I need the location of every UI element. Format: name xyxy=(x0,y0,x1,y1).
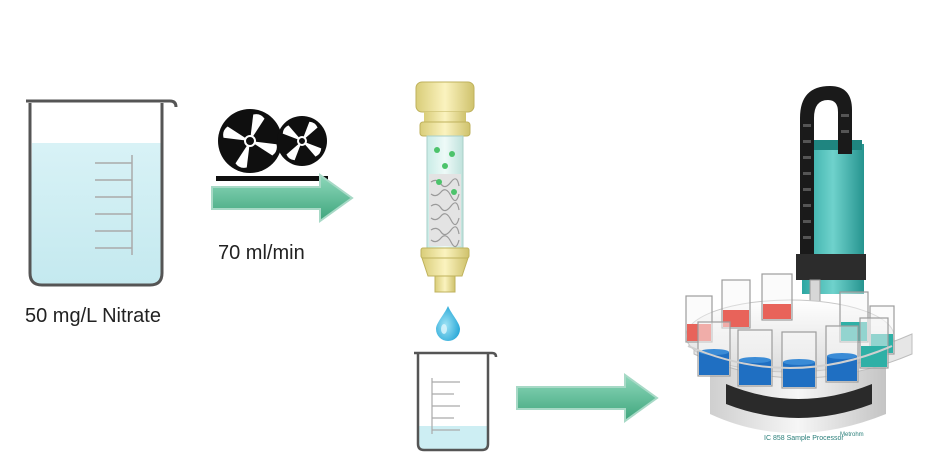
filter-column xyxy=(410,78,480,298)
instrument-model-text: IC 858 Sample Processor xyxy=(764,435,844,442)
collection-beaker xyxy=(410,348,498,454)
autosampler-instrument: IC 858 Sample Processor Metrohm xyxy=(672,84,924,458)
source-beaker xyxy=(20,95,180,295)
flow-arrow-1 xyxy=(210,172,355,224)
flow-arrow-2 xyxy=(515,372,660,424)
source-label: 50 mg/L Nitrate xyxy=(25,305,161,327)
water-drop-icon xyxy=(434,305,462,341)
instrument-brand-text: Metrohm xyxy=(840,432,864,438)
peristaltic-pump-icon xyxy=(210,105,338,185)
flow-rate-label: 70 ml/min xyxy=(218,242,305,264)
